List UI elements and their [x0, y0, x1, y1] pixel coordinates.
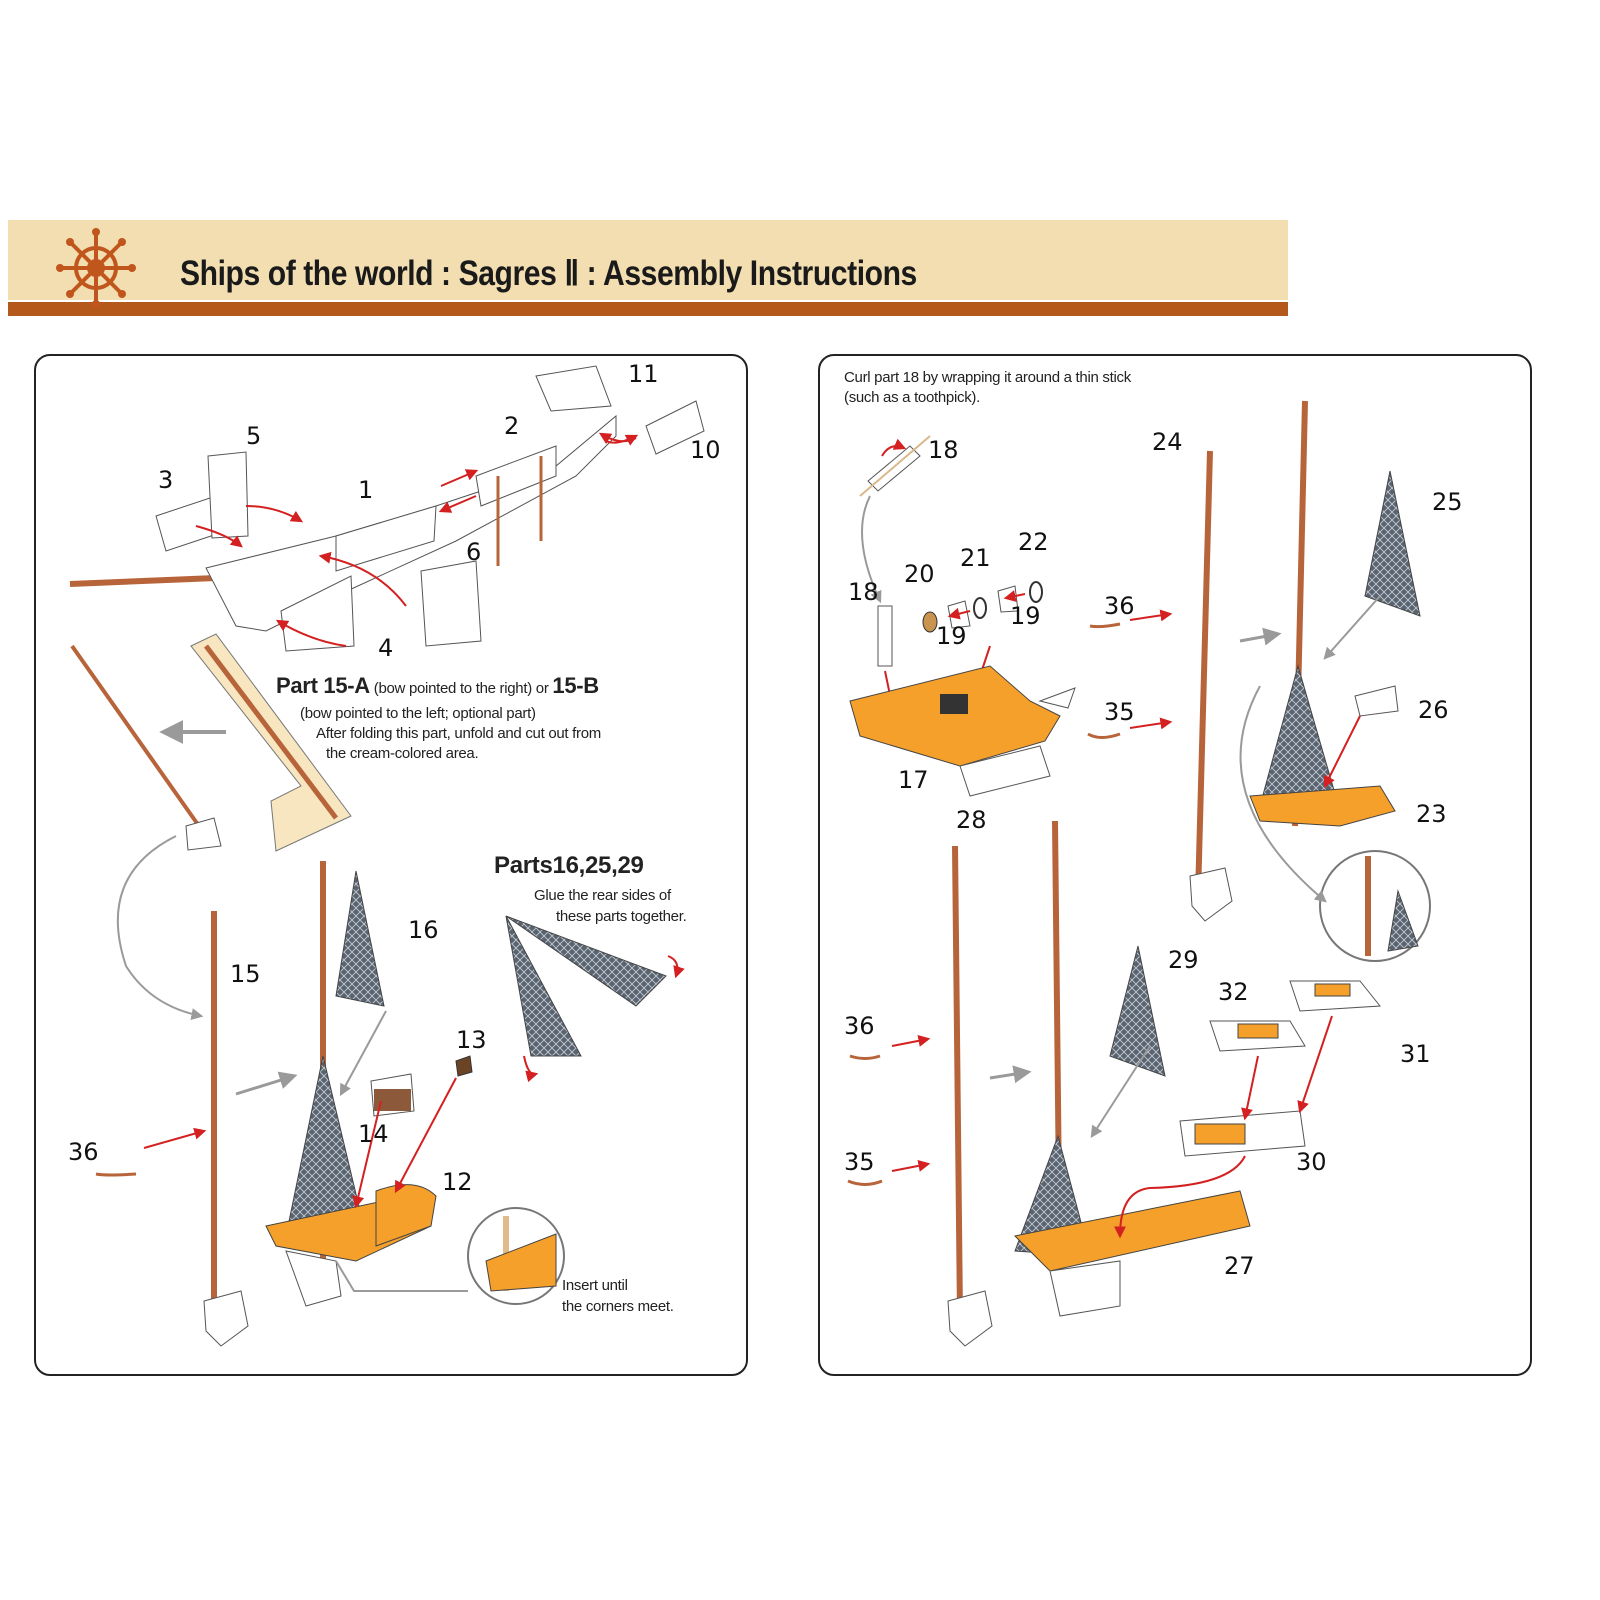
parts-note-line1: Glue the rear sides of	[534, 887, 671, 904]
part-label: 3	[158, 466, 174, 494]
part-label: 14	[358, 1120, 389, 1148]
part-label: 18	[928, 436, 959, 464]
part-label: 11	[628, 360, 659, 388]
part-label: 32	[1218, 978, 1249, 1006]
part-label: 13	[456, 1026, 487, 1054]
part-label: 15	[230, 960, 261, 988]
part15-line4: the cream-colored area.	[326, 745, 479, 762]
part-10-shape	[645, 400, 705, 455]
assembled-mizzenmast	[1013, 820, 1381, 1317]
part-label: 26	[1418, 696, 1449, 724]
part-label: 18	[848, 578, 879, 606]
part-label: 10	[690, 436, 721, 464]
part15-paren2: (bow pointed to the left; optional part)	[300, 705, 536, 722]
insert-note-line2: the corners meet.	[562, 1298, 674, 1315]
part-label: 20	[904, 560, 935, 588]
part-label: 1	[358, 476, 374, 504]
page-title: Ships of the world : Sagres Ⅱ : Assembly…	[180, 254, 917, 293]
right-instruction-panel: Curl part 18 by wrapping it around a thi…	[818, 354, 1532, 1376]
right-panel-diagram	[847, 400, 1431, 1347]
mast-28	[847, 845, 1032, 1347]
part-label: 24	[1152, 428, 1183, 456]
part-6-shape	[420, 560, 482, 647]
part-label: 4	[378, 634, 394, 662]
part-label: 2	[504, 412, 520, 440]
insert-note-line1: Insert until	[562, 1277, 628, 1294]
part15-note: Part 15-A (bow pointed to the right) or …	[276, 673, 736, 698]
part-label: 12	[442, 1168, 473, 1196]
hull-assembly	[69, 365, 705, 652]
part-label: 23	[1416, 800, 1447, 828]
part-11-shape	[535, 365, 612, 412]
glued-sails	[505, 915, 685, 1083]
header-stripe	[8, 302, 1288, 316]
parts-note-line2: these parts together.	[556, 908, 687, 925]
part-label: 22	[1018, 528, 1049, 556]
mast-15	[95, 911, 249, 1347]
part15-paren1: (bow pointed to the right) or	[373, 680, 549, 697]
part15-alt: 15-B	[552, 673, 599, 698]
part-label: 30	[1296, 1148, 1327, 1176]
mast-24	[1087, 450, 1282, 922]
part-label: 27	[1224, 1252, 1255, 1280]
part-label: 36	[1104, 592, 1135, 620]
assembled-mainmast	[1239, 400, 1431, 962]
left-panel-diagram	[69, 365, 705, 1347]
parts-16-25-29-title: Parts16,25,29	[494, 852, 644, 879]
header-banner	[8, 220, 1288, 300]
part-label: 36	[68, 1138, 99, 1166]
part-18-curl	[859, 435, 931, 667]
part-label: 31	[1400, 1040, 1431, 1068]
part-label: 17	[898, 766, 929, 794]
curl-note-line2: (such as a toothpick).	[844, 389, 980, 406]
part15-line3: After folding this part, unfold and cut …	[316, 725, 601, 742]
ship-wheel-icon	[56, 228, 136, 308]
part-label: 5	[246, 422, 262, 450]
deck-17	[849, 665, 1076, 797]
part-label: 19	[936, 622, 967, 650]
part-label: 28	[956, 806, 987, 834]
part-label: 29	[1168, 946, 1199, 974]
insert-detail	[335, 1207, 565, 1305]
part-label: 25	[1432, 488, 1463, 516]
part15-prefix: Part 15-A	[276, 673, 370, 698]
left-instruction-panel: 11 10 2 5 1 3 6 4 16 13 15 14 12 36 Part…	[34, 354, 748, 1376]
part-label: 36	[844, 1012, 875, 1040]
part-5-shape	[207, 451, 249, 539]
part-label: 35	[844, 1148, 875, 1176]
part-label: 35	[1104, 698, 1135, 726]
assembled-foremast	[235, 861, 473, 1307]
part-label: 19	[1010, 602, 1041, 630]
part-label: 21	[960, 544, 991, 572]
part-15-cutout	[70, 633, 352, 1020]
part-label: 16	[408, 916, 439, 944]
part-label: 6	[466, 538, 482, 566]
curl-note-line1: Curl part 18 by wrapping it around a thi…	[844, 369, 1131, 386]
